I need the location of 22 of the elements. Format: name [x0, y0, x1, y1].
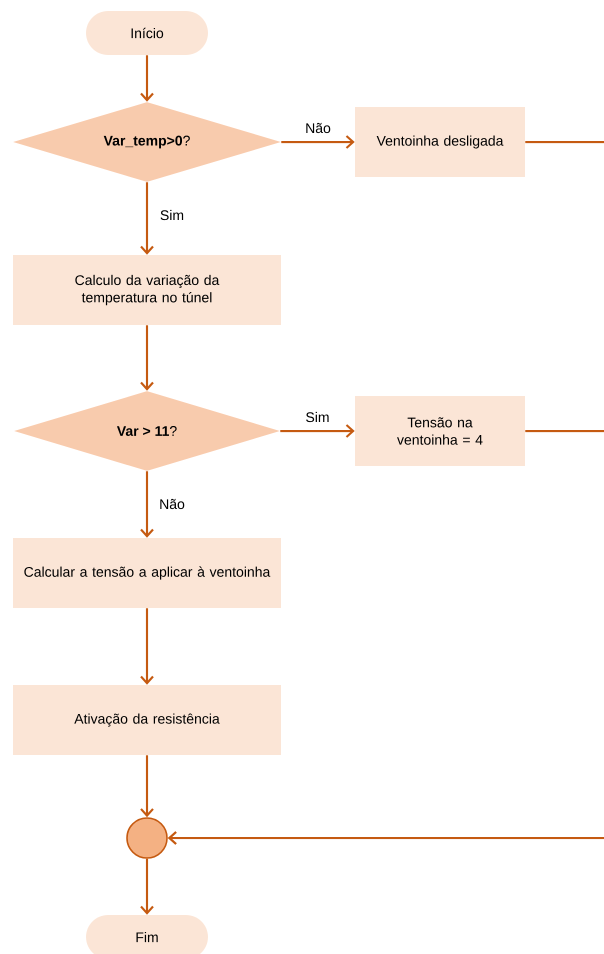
arrow [281, 135, 355, 149]
arrow [140, 858, 154, 915]
arrow [140, 471, 154, 538]
process-box: Calcular a tensão a aplicar à ventoinha [13, 538, 281, 608]
process-box: Calculo da variação da temperatura no túnel [13, 255, 281, 325]
edge-label: Não [160, 498, 184, 510]
terminal-box: Fim [86, 915, 208, 954]
edge-label: Não [306, 122, 330, 134]
merge-circle [126, 817, 168, 859]
arrow [168, 430, 604, 845]
process-box: Tensão na ventoinha = 4 [355, 396, 525, 466]
process-box: Ventoinha desligada [355, 107, 525, 177]
process-box: Ativação da resistência [13, 685, 281, 755]
edge-label: Sim [306, 412, 329, 422]
arrow [140, 755, 154, 818]
edge-label: Sim [160, 210, 184, 220]
terminal-box: Início [86, 11, 208, 55]
arrow [140, 55, 154, 102]
arrow [140, 325, 154, 391]
arrow [140, 182, 154, 255]
arrow [140, 608, 154, 685]
arrow [280, 424, 355, 438]
